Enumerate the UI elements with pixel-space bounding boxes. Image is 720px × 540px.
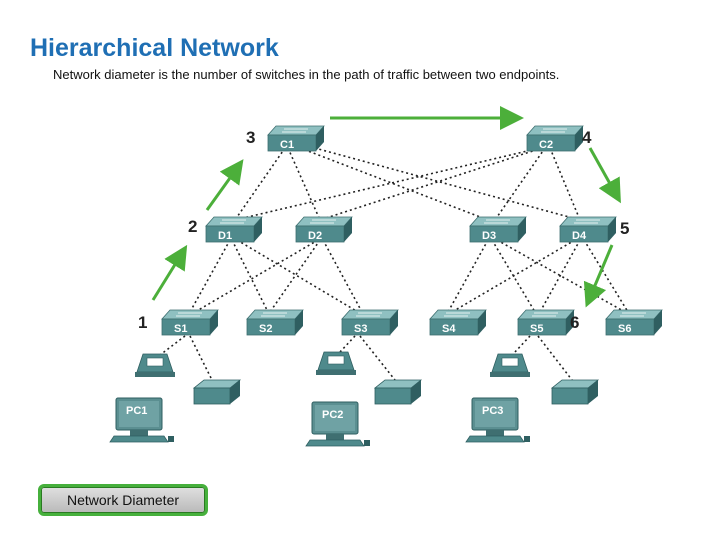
switch-c1: C1	[267, 125, 325, 152]
arrow-1-2	[151, 244, 188, 301]
switch-label: D4	[572, 230, 587, 242]
switch-label: S5	[530, 323, 543, 335]
switch-label: C2	[539, 139, 553, 151]
path-number-6: 6	[570, 313, 579, 332]
switch-s5: S5	[517, 309, 575, 336]
ip-phone-icon	[135, 353, 175, 377]
ip-phone-icon	[490, 353, 530, 377]
switch-d3: D3	[469, 216, 527, 243]
path-arrows	[151, 106, 621, 308]
switch-label: S4	[442, 323, 456, 335]
path-numbers: 1 2 3 4 5 6	[138, 128, 629, 332]
switch-c2: C2	[526, 125, 584, 152]
path-number-5: 5	[620, 219, 629, 238]
switch-s4: S4	[429, 309, 487, 336]
switch-s2: S2	[246, 309, 304, 336]
arrow-5-6	[583, 244, 614, 308]
end-devices: PC1 PC2 PC3	[109, 351, 600, 447]
ip-phone-icon	[316, 351, 356, 375]
network-diameter-button[interactable]: Network Diameter	[38, 484, 208, 516]
switch-s1: S1	[161, 309, 219, 336]
switch-label: S1	[174, 323, 187, 335]
pc-label: PC1	[126, 405, 147, 417]
switch-s3: S3	[341, 309, 399, 336]
arrow-2-3	[205, 159, 244, 211]
path-number-2: 2	[188, 217, 197, 236]
pc-label: PC2	[322, 409, 343, 421]
pc-pc2: PC2	[305, 401, 370, 447]
pc-label: PC3	[482, 405, 503, 417]
switch-label: D1	[218, 230, 232, 242]
printer-icon	[192, 379, 242, 405]
switch-d2: D2	[295, 216, 353, 243]
path-number-4: 4	[582, 128, 592, 147]
switch-label: S3	[354, 323, 367, 335]
path-number-1: 1	[138, 313, 147, 332]
network-links	[159, 143, 629, 381]
switch-label: D2	[308, 230, 322, 242]
switch-d1: D1	[205, 216, 263, 243]
pc-pc1: PC1	[109, 397, 174, 443]
arrow-4-5	[588, 147, 621, 204]
switch-label: S2	[259, 323, 272, 335]
page-subtitle: Network diameter is the number of switch…	[53, 67, 560, 82]
page-title: Hierarchical Network	[30, 34, 279, 62]
switch-label: D3	[482, 230, 496, 242]
switch-label: S6	[618, 323, 631, 335]
printer-icon	[373, 379, 423, 405]
switch-d4: D4	[559, 216, 617, 243]
path-number-3: 3	[246, 128, 255, 147]
switch-s6: S6	[605, 309, 663, 336]
switch-label: C1	[280, 139, 294, 151]
pc-pc3: PC3	[465, 397, 530, 443]
printer-icon	[550, 379, 600, 405]
